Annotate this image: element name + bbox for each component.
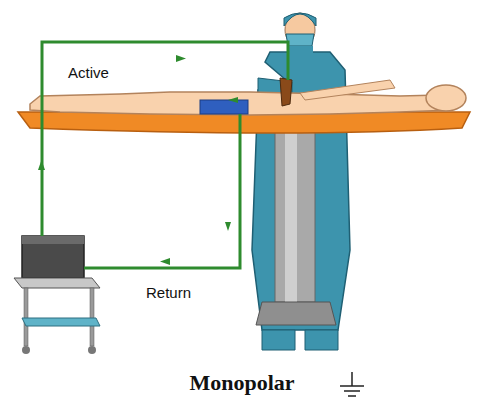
ground-symbol	[340, 372, 364, 396]
surgeon-figure	[252, 13, 350, 350]
active-wire	[42, 42, 288, 236]
operating-table	[18, 112, 470, 325]
return-wire	[84, 114, 240, 268]
current-arrows	[38, 55, 238, 265]
caption: Monopolar	[189, 370, 294, 396]
return-pad	[200, 100, 248, 114]
active-electrode	[280, 78, 292, 106]
wire-label: Active	[68, 64, 109, 81]
generator-cart	[14, 236, 100, 354]
patient-figure	[30, 80, 466, 115]
wire-label: Return	[146, 284, 191, 301]
